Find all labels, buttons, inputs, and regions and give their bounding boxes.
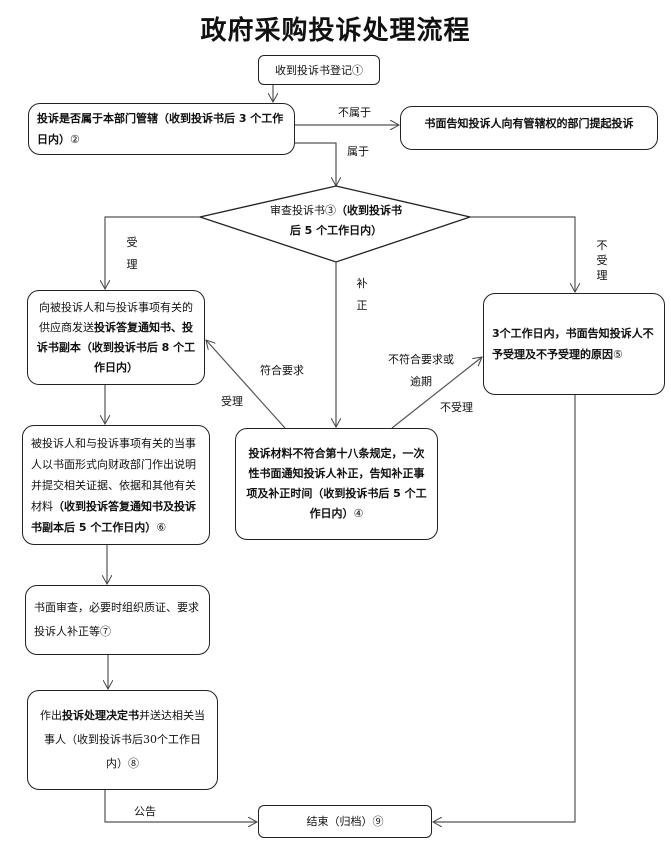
node-register-text: 收到投诉书登记① bbox=[275, 63, 363, 77]
label-overdue: 逾期 bbox=[410, 375, 432, 388]
arrow-meets bbox=[206, 340, 286, 429]
page-title: 政府采购投诉处理流程 bbox=[200, 16, 471, 46]
label-fails: 不符合要求或 bbox=[388, 353, 454, 366]
label-not-belong: 不属于 bbox=[338, 106, 371, 119]
node-decision: 作出投诉处理决定书并送达相关当事人（收到投诉书后30个工作日内）⑧ bbox=[27, 690, 218, 790]
label-accept2: 受理 bbox=[221, 395, 243, 408]
node-correction-notice: 投诉材料不符合第十八条规定，一次性书面通知投诉人补正，告知补正事项及补正时间（收… bbox=[235, 428, 438, 540]
arrow-accept bbox=[105, 216, 200, 289]
node-notify-other-dept: 书面告知投诉人向有管辖权的部门提起投诉 bbox=[400, 106, 658, 150]
node-send-notice: 向被投诉人和与投诉事项有关的供应商发送投诉答复通知书、投诉书副本（收到投诉书后 … bbox=[27, 290, 205, 385]
node-correction-notice-text: 投诉材料不符合第十八条规定，一次性书面通知投诉人补正，告知补正事项及补正时间（收… bbox=[246, 447, 427, 520]
arrow-fails bbox=[391, 357, 482, 429]
arrow-5-9 bbox=[433, 395, 576, 822]
label-belong: 属于 bbox=[347, 145, 369, 158]
node-review-text: 审查投诉书③（收到投诉书后 5 个工作日内） bbox=[270, 204, 402, 237]
node-jurisdiction: 投诉是否属于本部门管辖（收到投诉书后 3 个工作日内）② bbox=[28, 103, 295, 155]
node-reject-notice: 3个工作日内，书面告知投诉人不予受理及不予受理的原因⑤ bbox=[483, 293, 665, 395]
node-written-review-text: 书面审查，必要时组织质证、要求投诉人补正等⑦ bbox=[34, 601, 199, 638]
node-notify-other-dept-text: 书面告知投诉人向有管辖权的部门提起投诉 bbox=[424, 117, 634, 130]
arrow-belong bbox=[295, 142, 336, 186]
label-reject: 不受理 bbox=[596, 239, 608, 282]
label-reject2: 不受理 bbox=[440, 401, 473, 414]
node-respondent-reply-text: 被投诉人和与投诉事项有关的当事人以书面形式向财政部门作出说明并提交相关证据、依据… bbox=[31, 436, 196, 534]
label-correct: 补正 bbox=[356, 277, 368, 312]
node-written-review: 书面审查，必要时组织质证、要求投诉人补正等⑦ bbox=[25, 585, 210, 655]
arrow-reject bbox=[470, 216, 575, 292]
node-end: 结束（归档）⑨ bbox=[258, 805, 432, 838]
arrow-8-9 bbox=[104, 790, 257, 822]
label-announce: 公告 bbox=[134, 805, 156, 818]
label-meets: 符合要求 bbox=[260, 364, 304, 377]
node-respondent-reply: 被投诉人和与投诉事项有关的当事人以书面形式向财政部门作出说明并提交相关证据、依据… bbox=[22, 425, 210, 545]
node-send-notice-text: 向被投诉人和与投诉事项有关的供应商发送投诉答复通知书、投诉书副本（收到投诉书后 … bbox=[36, 300, 196, 374]
label-accept: 受理 bbox=[126, 236, 138, 271]
node-reject-notice-text: 3个工作日内，书面告知投诉人不予受理及不予受理的原因⑤ bbox=[492, 327, 654, 361]
node-jurisdiction-text: 投诉是否属于本部门管辖（收到投诉书后 3 个工作日内）② bbox=[37, 112, 284, 146]
node-register: 收到投诉书登记① bbox=[258, 55, 380, 85]
node-decision-text: 作出投诉处理决定书并送达相关当事人（收到投诉书后30个工作日内）⑧ bbox=[40, 709, 205, 770]
node-end-text: 结束（归档）⑨ bbox=[306, 815, 384, 828]
